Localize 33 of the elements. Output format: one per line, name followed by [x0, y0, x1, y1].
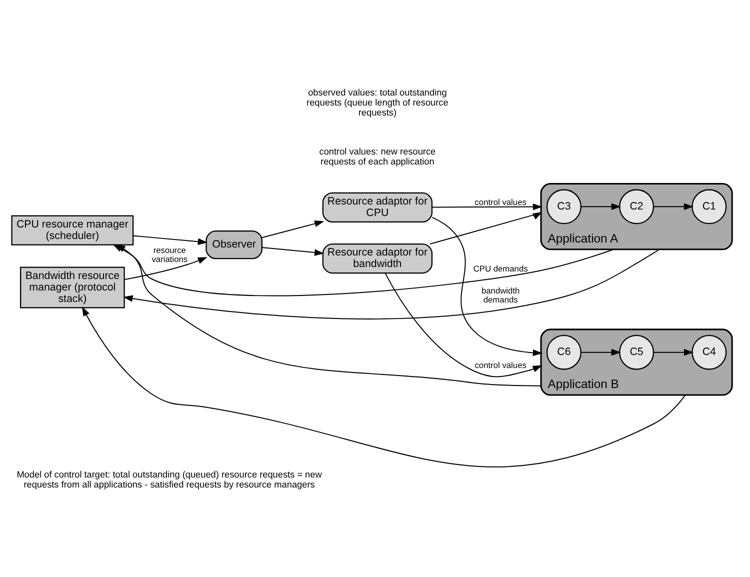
arrow [124, 256, 208, 280]
arrow [432, 203, 542, 210]
arrow [580, 348, 621, 356]
node-box: Resource adaptor for bandwidth [322, 242, 433, 274]
node-circle: C6 [546, 334, 582, 370]
edge-label: CPU demands [473, 262, 528, 273]
node-circle: C5 [619, 334, 654, 370]
node-circle: C1 [692, 188, 727, 224]
node-box: Resource adaptor for CPU [322, 192, 433, 222]
arrow [580, 202, 621, 210]
arrow [384, 272, 542, 377]
arrow [652, 202, 694, 210]
edge-label: control values [474, 196, 526, 206]
node-circle: C3 [546, 188, 582, 224]
node-box: Bandwidth resource manager (protocol stack) [20, 266, 125, 308]
node-circle: C2 [619, 188, 654, 224]
edge-label: bandwidth demands [482, 284, 520, 304]
arrow [132, 234, 208, 244]
arrow [652, 348, 694, 356]
arrow [261, 220, 324, 238]
label: observed values: total outstanding requests (queue length of resource requests) [306, 86, 448, 117]
node-box: CPU resource manager (scheduler) [11, 214, 134, 245]
arrow [123, 248, 660, 319]
label: control values: new resource requests of each application [319, 146, 436, 166]
arrow [430, 211, 542, 244]
edge-label: control values [474, 360, 526, 370]
node-circle: C4 [692, 334, 727, 370]
arrow [432, 216, 542, 356]
node-box: Observer [206, 230, 262, 259]
arrow [82, 306, 686, 467]
caption: Model of control target: total outstanding (queued) resource requests = new requests from all applications - satisfied requests by resource managers [16, 468, 322, 489]
arrow [262, 246, 324, 256]
edge-label: resource variations [152, 244, 188, 264]
